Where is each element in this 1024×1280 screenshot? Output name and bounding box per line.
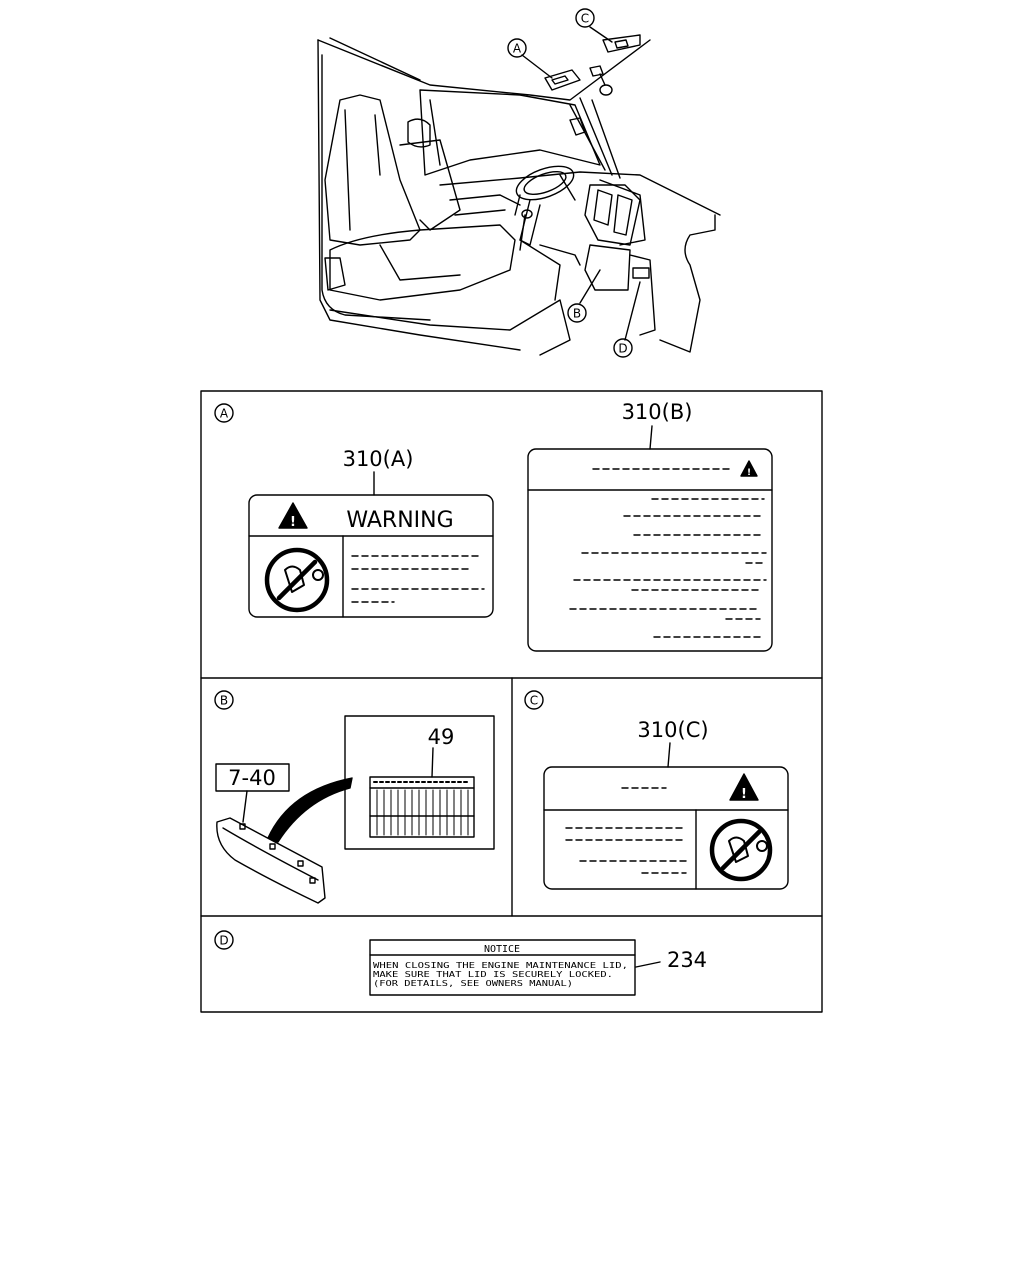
panel-a bbox=[214, 403, 773, 652]
panel-d-marker-circle bbox=[214, 930, 234, 950]
callout-c-circle bbox=[575, 8, 595, 28]
label-310c bbox=[543, 742, 789, 890]
label-310b-ref: 310(B) bbox=[622, 400, 693, 424]
callout-a-circle bbox=[507, 38, 527, 58]
panel-d bbox=[214, 930, 661, 996]
cab-interior-illustration bbox=[317, 8, 721, 358]
callout-b-circle bbox=[567, 303, 587, 323]
no-child-seat-icon bbox=[709, 818, 773, 882]
panel-b-marker-circle bbox=[214, 690, 234, 710]
panel-c-marker-circle bbox=[524, 690, 544, 710]
label-49-frame bbox=[344, 715, 495, 850]
notice-line-1: WHEN CLOSING THE ENGINE MAINTENANCE LID, bbox=[373, 961, 628, 970]
glove-box-lid-part bbox=[216, 817, 326, 904]
panel-c-marker: C bbox=[530, 694, 538, 708]
notice-ref: 234 bbox=[667, 948, 707, 972]
panel-b-marker: B bbox=[220, 694, 228, 708]
notice-line-3: (FOR DETAILS, SEE OWNERS MANUAL) bbox=[373, 979, 573, 988]
callout-c-letter: C bbox=[581, 12, 589, 26]
label-49-ref: 49 bbox=[428, 725, 455, 749]
svg-text:!: ! bbox=[290, 515, 296, 530]
label-49-sticker bbox=[369, 776, 475, 838]
label-310a-ref: 310(A) bbox=[343, 447, 414, 471]
panel-b bbox=[214, 690, 495, 904]
no-child-seat-icon bbox=[264, 547, 330, 613]
svg-text:!: ! bbox=[747, 468, 751, 478]
arrow-swoosh-icon bbox=[267, 777, 353, 843]
label-310a-heading: WARNING bbox=[346, 508, 453, 533]
callout-a-letter: A bbox=[513, 42, 522, 56]
part-ref-label: 7-40 bbox=[228, 766, 276, 790]
notice-title: NOTICE bbox=[484, 944, 520, 955]
svg-text:!: ! bbox=[741, 787, 747, 802]
part-ref-box bbox=[215, 763, 290, 792]
label-310b bbox=[527, 425, 773, 652]
warning-triangle-small-icon bbox=[740, 460, 758, 477]
warning-triangle-icon bbox=[278, 502, 308, 529]
detail-grid bbox=[200, 390, 823, 1013]
warning-triangle-icon bbox=[729, 773, 759, 801]
notice-line-2: MAKE SURE THAT LID IS SECURELY LOCKED. bbox=[373, 970, 613, 979]
label-310a bbox=[248, 471, 494, 618]
panel-a-marker-circle bbox=[214, 403, 234, 423]
notice-label bbox=[369, 939, 636, 996]
callout-d-circle bbox=[613, 338, 633, 358]
panel-c bbox=[524, 690, 789, 890]
callout-b-letter: B bbox=[573, 307, 581, 321]
callout-d-letter: D bbox=[618, 342, 627, 356]
panel-d-marker: D bbox=[219, 934, 228, 948]
panel-a-marker: A bbox=[220, 407, 229, 421]
label-310c-ref: 310(C) bbox=[637, 718, 708, 742]
